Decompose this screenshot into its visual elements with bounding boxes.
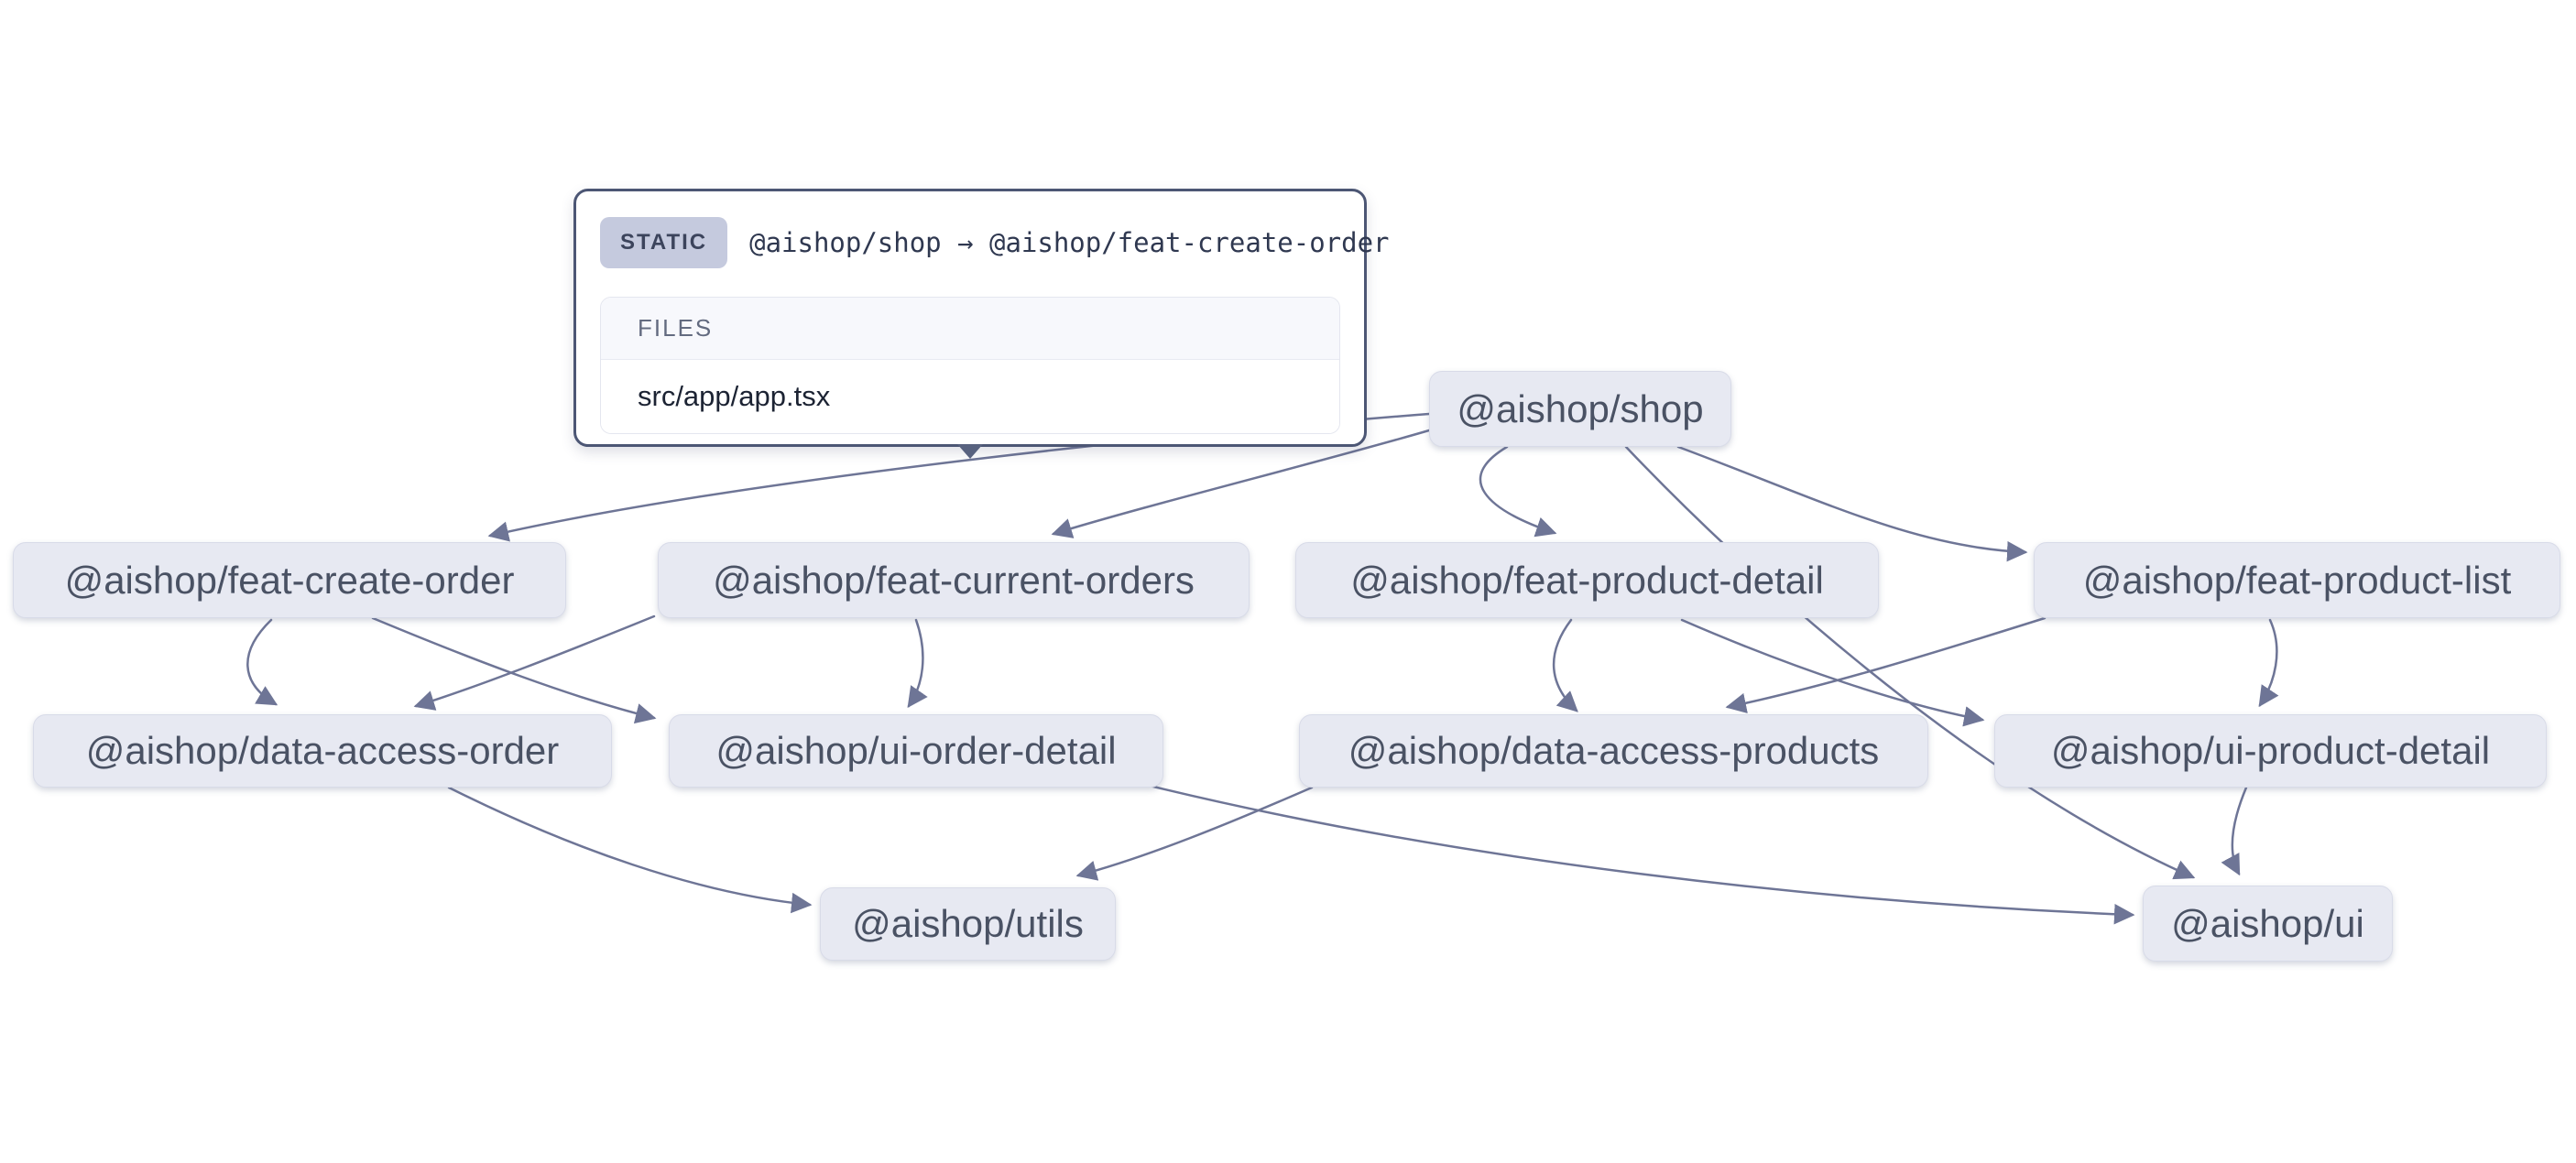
edge-ui-order-detail-ui[interactable]: [1148, 784, 2135, 925]
files-panel-header: FILES: [601, 298, 1339, 360]
edge-feat-current-orders-data-access-order[interactable]: [413, 614, 656, 711]
node-ui-order-detail[interactable]: @aishop/ui-order-detail: [669, 714, 1163, 788]
node-feat-create-order[interactable]: @aishop/feat-create-order: [13, 542, 566, 618]
edge-tooltip-header: STATIC @aishop/shop → @aishop/feat-creat…: [576, 191, 1390, 268]
node-ui-product-detail[interactable]: @aishop/ui-product-detail: [1994, 714, 2547, 788]
edge-relation-text: @aishop/shop → @aishop/feat-create-order: [749, 227, 1390, 258]
edge-type-badge: STATIC: [600, 217, 728, 268]
node-utils[interactable]: @aishop/utils: [820, 887, 1116, 961]
tooltip-caret-icon: [957, 444, 983, 459]
edge-feat-product-list-data-access-products[interactable]: [1725, 616, 2047, 713]
node-feat-product-list[interactable]: @aishop/feat-product-list: [2034, 542, 2560, 618]
edge-feat-product-detail-ui-product-detail[interactable]: [1680, 618, 1985, 727]
edge-shop-feat-product-detail[interactable]: [1479, 445, 1557, 538]
node-data-access-order[interactable]: @aishop/data-access-order: [33, 714, 612, 788]
edge-tooltip: STATIC @aishop/shop → @aishop/feat-creat…: [573, 189, 1390, 459]
edge-feat-product-list-ui-product-detail[interactable]: [2258, 618, 2279, 708]
edge-data-access-products-utils[interactable]: [1075, 786, 1314, 881]
node-ui[interactable]: @aishop/ui: [2143, 886, 2393, 962]
edge-ui-product-detail-ui[interactable]: [2221, 786, 2248, 876]
edge-feat-current-orders-ui-order-detail[interactable]: [907, 618, 928, 709]
edge-shop-ui[interactable]: [1624, 445, 2196, 880]
edge-data-access-order-utils[interactable]: [447, 786, 813, 914]
edge-shop-feat-product-list[interactable]: [1676, 445, 2028, 562]
node-feat-product-detail[interactable]: @aishop/feat-product-detail: [1295, 542, 1879, 618]
edge-feat-create-order-ui-order-detail[interactable]: [371, 616, 657, 724]
edge-feat-product-detail-data-access-products[interactable]: [1552, 618, 1578, 712]
edge-feat-create-order-data-access-order[interactable]: [246, 618, 278, 706]
node-feat-current-orders[interactable]: @aishop/feat-current-orders: [658, 542, 1250, 618]
node-data-access-products[interactable]: @aishop/data-access-products: [1299, 714, 1928, 788]
node-shop[interactable]: @aishop/shop: [1429, 371, 1731, 447]
file-item: src/app/app.tsx: [601, 360, 1339, 433]
files-panel: FILES src/app/app.tsx: [600, 297, 1340, 434]
edge-shop-feat-current-orders[interactable]: [1051, 429, 1431, 538]
